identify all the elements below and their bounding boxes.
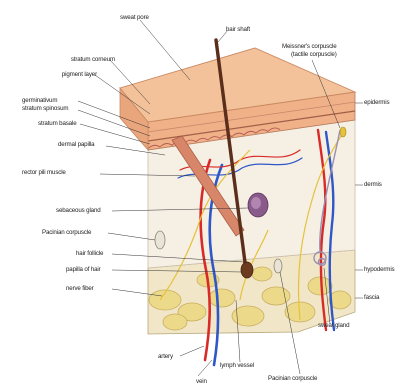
label-nerve-fiber: nerve fiber: [66, 285, 94, 292]
label-artery: artery: [158, 353, 173, 360]
label-stratum-basale: stratum basale: [38, 120, 76, 127]
label-hair-shaft: hair shaft: [226, 26, 250, 33]
label-fascia: fascia: [364, 294, 379, 301]
label-vein: vein: [196, 378, 207, 385]
label-pigment-layer: pigment layer: [62, 71, 97, 78]
label-pacinian-corpuscle-bottom: Pacinian corpuscle: [268, 375, 317, 382]
label-hair-follicle: hair follicle: [76, 250, 103, 257]
sebaceous-gland: [248, 193, 268, 217]
label-hypodermis: hypodermis: [364, 266, 394, 273]
label-stratum-corneum: stratum corneum: [71, 56, 115, 63]
label-dermis: dermis: [364, 181, 382, 188]
label-sebaceous-gland: sebaceous gland: [56, 207, 101, 214]
label-meissner-subtitle: (tactile corpuscle): [291, 51, 337, 58]
label-papilla-of-hair: papilla of hair: [66, 266, 101, 273]
label-meissner-corpuscle: Meissner's corpuscle: [282, 43, 337, 50]
label-sweat-pore: sweat pore: [120, 14, 149, 21]
meissner-corpuscle: [340, 127, 346, 137]
label-dermal-papilla: dermal papilla: [58, 141, 94, 148]
label-rector-pili-muscle: rector pili muscle: [22, 169, 66, 176]
label-pacinian-corpuscle-left: Pacinian corpuscle: [42, 229, 91, 236]
label-germinativum: germinativum: [22, 97, 57, 104]
label-sweat-gland: sweat gland: [318, 322, 349, 329]
label-lymph-vessel: lymph vessel: [220, 362, 254, 369]
label-stratum-spinosum: stratum spinosum: [22, 105, 68, 112]
label-epidermis: epidermis: [364, 99, 389, 106]
